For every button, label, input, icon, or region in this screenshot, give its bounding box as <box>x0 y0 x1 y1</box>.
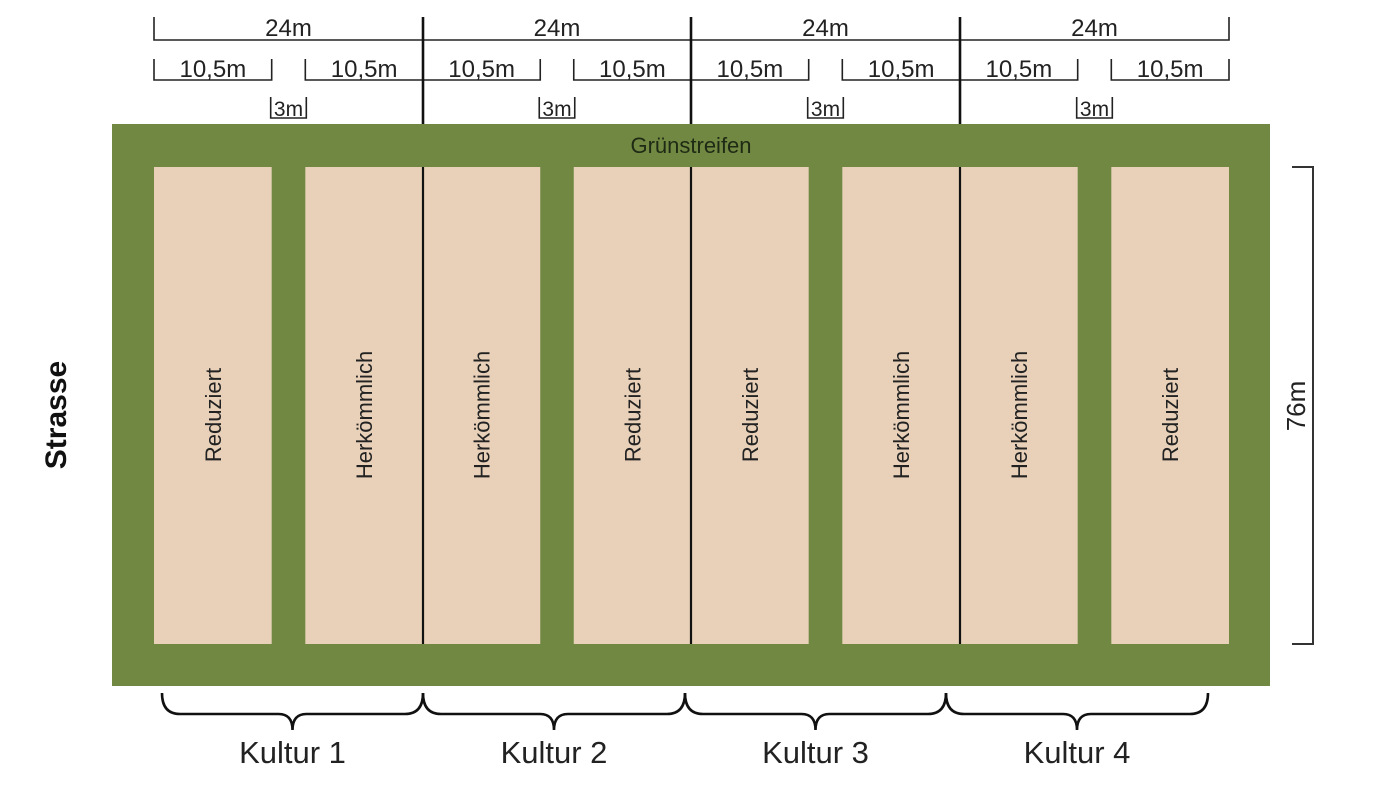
field-length-label: 76m <box>1281 381 1311 432</box>
gap-width-label: 3m <box>274 98 303 121</box>
plot-width-label: 10,5m <box>985 56 1052 83</box>
plot-width-label: 10,5m <box>1137 56 1204 83</box>
plot-treatment-label: Herkömmlich <box>352 351 377 479</box>
plot <box>573 167 691 644</box>
gap-width-label: 3m <box>811 98 840 121</box>
plot-treatment-label: Reduziert <box>1158 368 1183 462</box>
plot-width-label: 10,5m <box>716 56 783 83</box>
block-dimension: 24m 10,5m 10,5m 3m <box>690 15 961 121</box>
plot <box>423 167 541 644</box>
plot-treatment-label: Reduziert <box>201 368 226 462</box>
plot-width-label: 10,5m <box>599 56 666 83</box>
plots: Reduziert Herkömmlich Herkömmlich Reduziert… <box>154 167 1229 644</box>
culture-label: Kultur 2 <box>501 735 608 770</box>
plot <box>154 167 272 644</box>
culture-brace <box>944 692 1210 731</box>
field-length-dimension: 76m <box>1281 166 1314 645</box>
green-strip-label: Grünstreifen <box>630 133 751 158</box>
block-dimension: 24m 10,5m 10,5m 3m <box>422 15 692 121</box>
plot-treatment-label: Reduziert <box>738 368 763 462</box>
plot-treatment-label: Herkömmlich <box>889 351 914 479</box>
plot-width-label: 10,5m <box>868 56 935 83</box>
plot <box>842 167 960 644</box>
culture-brace <box>421 692 687 731</box>
plot-treatment-label: Herkömmlich <box>1007 351 1032 479</box>
gap-width-label: 3m <box>542 98 571 121</box>
culture-label: Kultur 1 <box>239 735 346 770</box>
culture-brace <box>683 692 948 731</box>
plot <box>960 167 1078 644</box>
plot-width-label: 10,5m <box>331 56 398 83</box>
block-dimension: 24m 10,5m 10,5m 3m <box>959 15 1230 121</box>
plot <box>305 167 423 644</box>
dimension-lines: 24m 10,5m 10,5m 3m 24m 10,5m 10,5m 3m 24m 10,5m 10… <box>153 15 1230 644</box>
plot <box>691 167 809 644</box>
block-dimension: 24m 10,5m 10,5m 3m <box>153 15 424 121</box>
gap-width-label: 3m <box>1080 98 1109 121</box>
culture-label: Kultur 4 <box>1024 735 1131 770</box>
plot-treatment-label: Reduziert <box>620 368 645 462</box>
plot-treatment-label: Herkömmlich <box>470 351 495 479</box>
plot-width-label: 10,5m <box>448 56 515 83</box>
culture-brace <box>160 692 425 731</box>
block-width-label: 24m <box>265 15 312 42</box>
block-width-label: 24m <box>534 15 581 42</box>
plot-width-label: 10,5m <box>179 56 246 83</box>
plot <box>1111 167 1229 644</box>
culture-label: Kultur 3 <box>762 735 869 770</box>
culture-braces: Kultur 1 Kultur 2 Kultur 3 Kultur 4 <box>160 692 1210 770</box>
block-width-label: 24m <box>802 15 849 42</box>
road-label: Strasse <box>40 361 73 469</box>
block-width-label: 24m <box>1071 15 1118 42</box>
